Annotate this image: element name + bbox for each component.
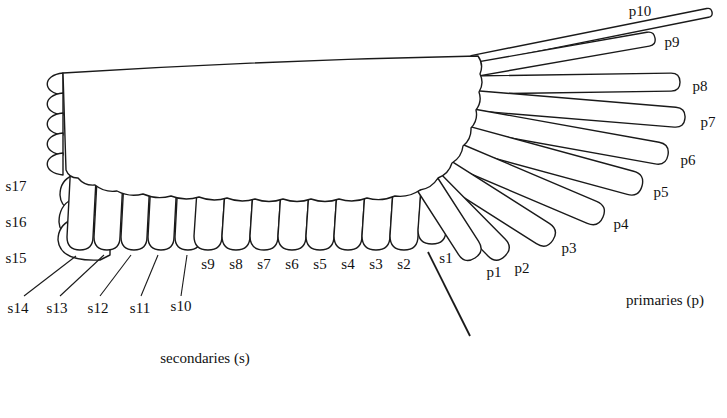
secondary-number: s13 [47,300,68,317]
primary-number: p6 [681,152,696,169]
secondary-number: s5 [313,256,326,273]
secondary-number: s7 [257,256,270,273]
primary-number: p10 [629,3,652,20]
leader-line [141,255,158,296]
secondary-number: s1 [439,250,452,267]
secondary-number: s3 [369,256,382,273]
leader-line [24,256,76,296]
primary-number: p5 [654,184,669,201]
scapular-feather [47,133,63,155]
scapular-feather [47,113,63,135]
primary-feather [418,179,481,261]
leader-line [100,255,131,296]
group-label: primaries (p) [626,292,704,309]
primary-feather [470,73,680,94]
secondary-number: s6 [285,256,298,273]
secondary-number: s17 [6,178,27,195]
secondary-number: s15 [6,250,27,267]
scapular-feather [47,73,63,95]
primary-number: p8 [693,78,708,95]
primary-number: p3 [562,240,577,257]
primary-feather [471,32,655,77]
primary-number: p4 [614,216,629,233]
primary-number: p1 [487,264,502,281]
leader-line [181,255,187,296]
group-label: secondaries (s) [160,350,250,367]
secondary-number: s9 [201,256,214,273]
secondary-number: s8 [229,256,242,273]
covert-area [63,56,482,202]
feather-group [47,8,712,260]
scapular-feather [47,93,63,115]
secondary-number: s2 [397,256,410,273]
secondary-number: s11 [130,300,150,317]
leader-group [24,252,470,336]
secondary-number: s4 [341,256,354,273]
secondary-number: s16 [6,214,27,231]
secondary-number: s10 [171,298,192,315]
leader-line [60,255,104,296]
primary-number: p7 [701,114,716,131]
scapular-feather [47,153,63,175]
secondary-number: s12 [88,300,109,317]
primary-number: p9 [665,34,680,51]
primary-number: p2 [515,260,530,277]
secondary-number: s14 [8,300,29,317]
